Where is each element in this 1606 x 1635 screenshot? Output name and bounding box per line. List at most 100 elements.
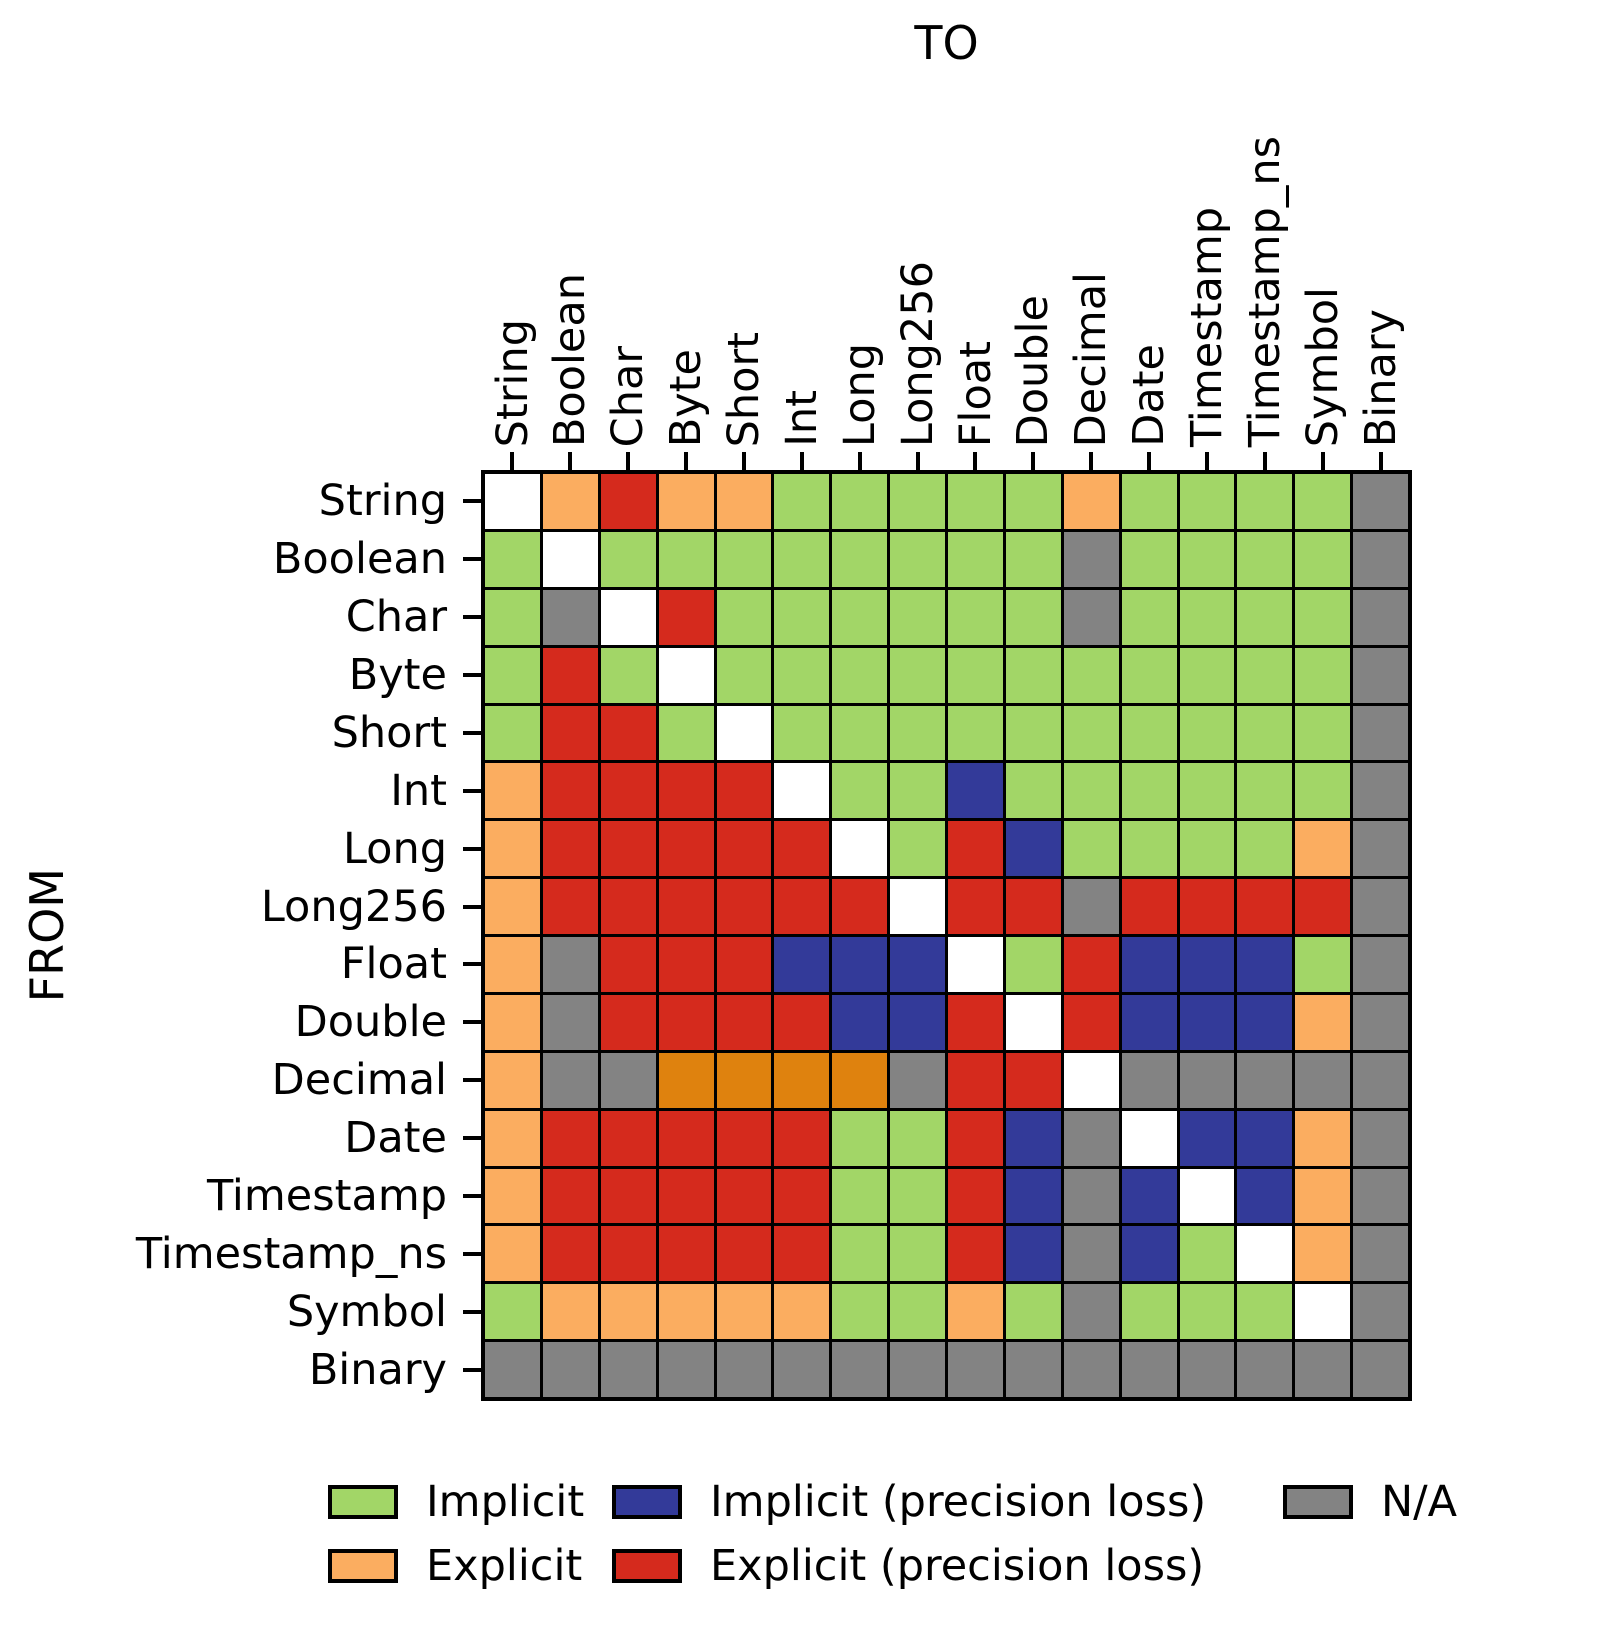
y-axis-tick bbox=[463, 1136, 481, 1141]
cell-Int-to-Date bbox=[1121, 763, 1177, 819]
legend-label: N/A bbox=[1381, 1477, 1458, 1527]
cell-Double-to-Long bbox=[832, 994, 888, 1050]
cell-Decimal-to-Boolean bbox=[542, 1052, 598, 1108]
cell-Float-to-Symbol bbox=[1295, 937, 1351, 992]
cell-Int-to-Boolean bbox=[542, 763, 598, 819]
cell-Byte-to-Binary bbox=[1353, 647, 1408, 703]
cell-Timestamp_ns-to-Binary bbox=[1353, 1226, 1408, 1282]
cell-Short-to-Timestamp_ns bbox=[1237, 705, 1293, 761]
cell-Float-to-Timestamp bbox=[1179, 937, 1235, 992]
cell-Long-to-Boolean bbox=[542, 821, 598, 877]
cell-Timestamp_ns-to-Byte bbox=[658, 1226, 714, 1282]
cell-Char-to-Binary bbox=[1353, 589, 1408, 645]
cell-Float-to-Long bbox=[832, 937, 888, 992]
col-label-Timestamp: Timestamp bbox=[1178, 52, 1236, 447]
x-axis-tick bbox=[1378, 452, 1383, 470]
cell-Timestamp-to-String bbox=[485, 1168, 540, 1224]
cell-Binary-to-Symbol bbox=[1295, 1342, 1351, 1397]
x-axis-tick bbox=[510, 452, 515, 470]
cell-Decimal-to-Int bbox=[774, 1052, 830, 1108]
cell-Short-to-Double bbox=[1005, 705, 1061, 761]
cell-Decimal-to-Float bbox=[948, 1052, 1003, 1108]
cell-Symbol-to-Date bbox=[1121, 1284, 1177, 1340]
cell-Double-to-Double bbox=[1005, 994, 1061, 1050]
cell-Boolean-to-Byte bbox=[658, 531, 714, 587]
cell-Char-to-Boolean bbox=[542, 589, 598, 645]
row-label-Decimal: Decimal bbox=[271, 1055, 447, 1106]
cell-Date-to-Short bbox=[716, 1110, 772, 1166]
col-label-text: Byte bbox=[661, 348, 712, 447]
cell-Timestamp_ns-to-Date bbox=[1121, 1226, 1177, 1282]
cell-Byte-to-Long256 bbox=[890, 647, 945, 703]
cell-Decimal-to-Decimal bbox=[1063, 1052, 1119, 1108]
cell-Boolean-to-Float bbox=[948, 531, 1003, 587]
row-label-Byte: Byte bbox=[348, 650, 447, 701]
cell-Date-to-Long256 bbox=[890, 1110, 945, 1166]
cell-Short-to-Decimal bbox=[1063, 705, 1119, 761]
cell-Char-to-Long256 bbox=[890, 589, 945, 645]
col-label-Timestamp_ns: Timestamp_ns bbox=[1236, 52, 1294, 447]
cell-Symbol-to-Binary bbox=[1353, 1284, 1408, 1340]
cell-Date-to-Timestamp bbox=[1179, 1110, 1235, 1166]
cell-Boolean-to-Long256 bbox=[890, 531, 945, 587]
cell-Timestamp-to-Date bbox=[1121, 1168, 1177, 1224]
cell-Symbol-to-Timestamp_ns bbox=[1237, 1284, 1293, 1340]
cell-Long-to-Binary bbox=[1353, 821, 1408, 877]
heatmap-grid bbox=[481, 470, 1412, 1401]
cell-Int-to-Int bbox=[774, 763, 830, 819]
cell-Short-to-Long bbox=[832, 705, 888, 761]
col-label-Int: Int bbox=[773, 52, 831, 447]
row-label-Timestamp_ns: Timestamp_ns bbox=[135, 1228, 447, 1279]
x-axis-tick bbox=[1031, 452, 1036, 470]
cell-Timestamp-to-Char bbox=[600, 1168, 656, 1224]
cell-Char-to-Timestamp_ns bbox=[1237, 589, 1293, 645]
cell-Short-to-Long256 bbox=[890, 705, 945, 761]
cell-Byte-to-String bbox=[485, 647, 540, 703]
cell-Binary-to-Double bbox=[1005, 1342, 1061, 1397]
cell-Binary-to-Decimal bbox=[1063, 1342, 1119, 1397]
cell-Symbol-to-Long bbox=[832, 1284, 888, 1340]
cell-Boolean-to-String bbox=[485, 531, 540, 587]
cell-Timestamp_ns-to-Long bbox=[832, 1226, 888, 1282]
cell-Timestamp-to-Byte bbox=[658, 1168, 714, 1224]
x-axis-title: TO bbox=[914, 16, 979, 70]
cell-Double-to-Int bbox=[774, 994, 830, 1050]
cell-Double-to-Long256 bbox=[890, 994, 945, 1050]
cell-Timestamp_ns-to-Char bbox=[600, 1226, 656, 1282]
row-label-Timestamp: Timestamp bbox=[206, 1170, 447, 1221]
col-label-text: String bbox=[487, 318, 538, 447]
cell-Float-to-Date bbox=[1121, 937, 1177, 992]
cell-Char-to-Long bbox=[832, 589, 888, 645]
cell-Float-to-Double bbox=[1005, 937, 1061, 992]
cell-Float-to-Timestamp_ns bbox=[1237, 937, 1293, 992]
cell-Int-to-Decimal bbox=[1063, 763, 1119, 819]
cell-Binary-to-Binary bbox=[1353, 1342, 1408, 1397]
cell-Double-to-Binary bbox=[1353, 994, 1408, 1050]
cell-String-to-Short bbox=[716, 474, 772, 529]
cell-Long-to-Decimal bbox=[1063, 821, 1119, 877]
cell-Timestamp_ns-to-Float bbox=[948, 1226, 1003, 1282]
cell-String-to-Timestamp_ns bbox=[1237, 474, 1293, 529]
x-axis-tick bbox=[1147, 452, 1152, 470]
y-axis-tick bbox=[463, 1078, 481, 1083]
cell-Float-to-Int bbox=[774, 937, 830, 992]
cell-Timestamp-to-Binary bbox=[1353, 1168, 1408, 1224]
y-axis-tick bbox=[463, 904, 481, 909]
cell-Long-to-Int bbox=[774, 821, 830, 877]
cell-String-to-Symbol bbox=[1295, 474, 1351, 529]
row-label-Short: Short bbox=[331, 707, 447, 758]
cell-Long256-to-Binary bbox=[1353, 879, 1408, 934]
legend-item-implicit-precision-loss-: Implicit (precision loss) bbox=[612, 1470, 1206, 1534]
row-label-Char: Char bbox=[345, 592, 447, 643]
cell-Decimal-to-Binary bbox=[1353, 1052, 1408, 1108]
cell-Short-to-Char bbox=[600, 705, 656, 761]
cell-Double-to-Timestamp_ns bbox=[1237, 994, 1293, 1050]
cell-Float-to-Char bbox=[600, 937, 656, 992]
cell-Binary-to-Byte bbox=[658, 1342, 714, 1397]
cell-Decimal-to-Short bbox=[716, 1052, 772, 1108]
cell-Int-to-Long256 bbox=[890, 763, 945, 819]
cell-Decimal-to-Byte bbox=[658, 1052, 714, 1108]
cell-Symbol-to-Int bbox=[774, 1284, 830, 1340]
cell-Short-to-String bbox=[485, 705, 540, 761]
